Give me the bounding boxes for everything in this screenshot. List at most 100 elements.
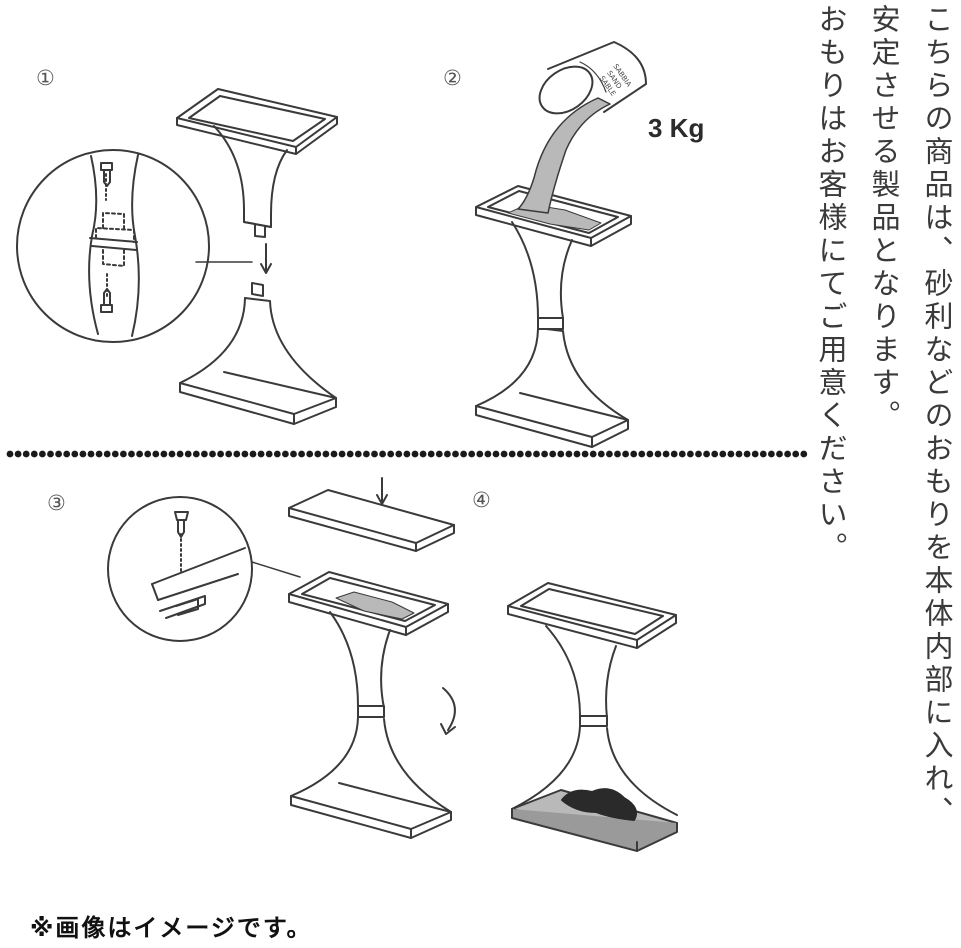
- divider-dot: [346, 450, 354, 458]
- divider-dot: [654, 450, 662, 458]
- divider-dot: [468, 450, 476, 458]
- divider-dot: [39, 450, 46, 458]
- divider-dot: [363, 450, 370, 458]
- divider-dot: [217, 450, 225, 458]
- divider-dot: [427, 450, 435, 458]
- divider-dot: [111, 450, 119, 458]
- step3-lid-plate: [288, 489, 455, 552]
- divider-dot: [581, 450, 589, 458]
- divider-dot: [541, 450, 548, 458]
- divider-dot: [743, 450, 751, 458]
- divider-dot: [14, 450, 22, 458]
- divider-dot: [257, 450, 265, 458]
- divider-dot: [597, 450, 605, 458]
- divider-dot: [444, 450, 451, 458]
- divider-dot: [298, 450, 305, 458]
- divider-dot: [516, 450, 524, 458]
- divider-dot: [622, 450, 629, 458]
- divider-dot: [589, 450, 597, 458]
- instruction-line-2: 安定させる製品となります。: [867, 4, 901, 433]
- divider-dot: [233, 450, 241, 458]
- divider-dot: [379, 450, 386, 458]
- divider-dot: [371, 450, 378, 458]
- weight-label: 3 Kg: [648, 113, 705, 143]
- divider-dot: [768, 450, 775, 458]
- step-number-4: ④: [472, 488, 491, 512]
- divider-dot: [703, 450, 710, 458]
- divider-dot: [79, 450, 87, 458]
- step4-weight-inside: [561, 788, 637, 821]
- divider-dot: [711, 450, 719, 458]
- step4-illustration: [507, 582, 678, 852]
- divider-dot: [800, 450, 808, 458]
- divider-dot: [662, 450, 670, 458]
- divider-dot: [670, 450, 678, 458]
- step-number-3: ③: [47, 491, 66, 515]
- step2-sand-bucket: [538, 41, 647, 115]
- divider-dot: [354, 450, 362, 458]
- step2-sand-stream: [517, 97, 611, 214]
- divider-dot: [638, 450, 646, 458]
- image-disclaimer-caption: ※画像はイメージです。: [30, 914, 313, 942]
- divider-dot: [87, 450, 95, 458]
- divider-dot: [533, 450, 540, 458]
- divider-dot: [265, 450, 273, 458]
- divider-dot: [241, 450, 249, 458]
- divider-dot: [209, 450, 216, 458]
- divider-dot: [387, 450, 395, 458]
- step1-illustration: [16, 88, 338, 425]
- divider-dot: [30, 450, 38, 458]
- divider-dot: [273, 450, 281, 458]
- divider-dot: [557, 450, 565, 458]
- step1-upper-piece: [176, 88, 338, 238]
- step-number-1: ①: [36, 66, 55, 90]
- divider-dot: [460, 450, 467, 458]
- step3-sand-pile: [335, 591, 415, 620]
- divider-dot: [500, 450, 508, 458]
- divider-dot: [168, 450, 176, 458]
- divider-dot: [55, 450, 62, 458]
- step3-detail-zoom: [107, 496, 301, 642]
- divider-dot: [403, 450, 411, 458]
- divider-dot: [144, 450, 152, 458]
- step3-arrow-head: [376, 494, 388, 505]
- divider-dot: [103, 450, 111, 458]
- step1-arrow-head: [260, 263, 272, 274]
- divider-dot: [249, 450, 257, 458]
- divider-dot: [476, 450, 484, 458]
- divider-dot: [606, 450, 613, 458]
- divider-dot: [792, 450, 800, 458]
- instruction-line-1: こちらの商品は、砂利などのおもりを本体内部に入れ、: [920, 4, 954, 829]
- divider-dot: [6, 450, 14, 458]
- divider-dot: [322, 450, 330, 458]
- divider-dot: [95, 450, 103, 458]
- divider-dot: [152, 450, 160, 458]
- divider-dot: [735, 450, 743, 458]
- divider-dot: [435, 450, 443, 458]
- divider-dot: [160, 450, 168, 458]
- divider-dot: [63, 450, 71, 458]
- divider-dot: [759, 450, 767, 458]
- divider-dot: [184, 450, 192, 458]
- divider-dot: [687, 450, 694, 458]
- step1-lower-piece: [179, 282, 337, 425]
- divider-dot: [484, 450, 492, 458]
- divider-dot: [306, 450, 314, 458]
- divider-dot: [71, 450, 79, 458]
- divider-dot: [330, 450, 338, 458]
- divider-dot: [492, 450, 500, 458]
- divider-dot: [395, 450, 403, 458]
- divider-dot: [282, 450, 289, 458]
- divider-dot: [290, 450, 297, 458]
- step-number-2: ②: [443, 66, 462, 90]
- divider-dot: [573, 450, 581, 458]
- divider-dot: [201, 450, 208, 458]
- divider-dot: [314, 450, 322, 458]
- dotted-divider: [6, 450, 808, 458]
- divider-dot: [452, 450, 459, 458]
- divider-dot: [525, 450, 532, 458]
- divider-dot: [719, 450, 727, 458]
- divider-dot: [120, 450, 127, 458]
- divider-dot: [784, 450, 791, 458]
